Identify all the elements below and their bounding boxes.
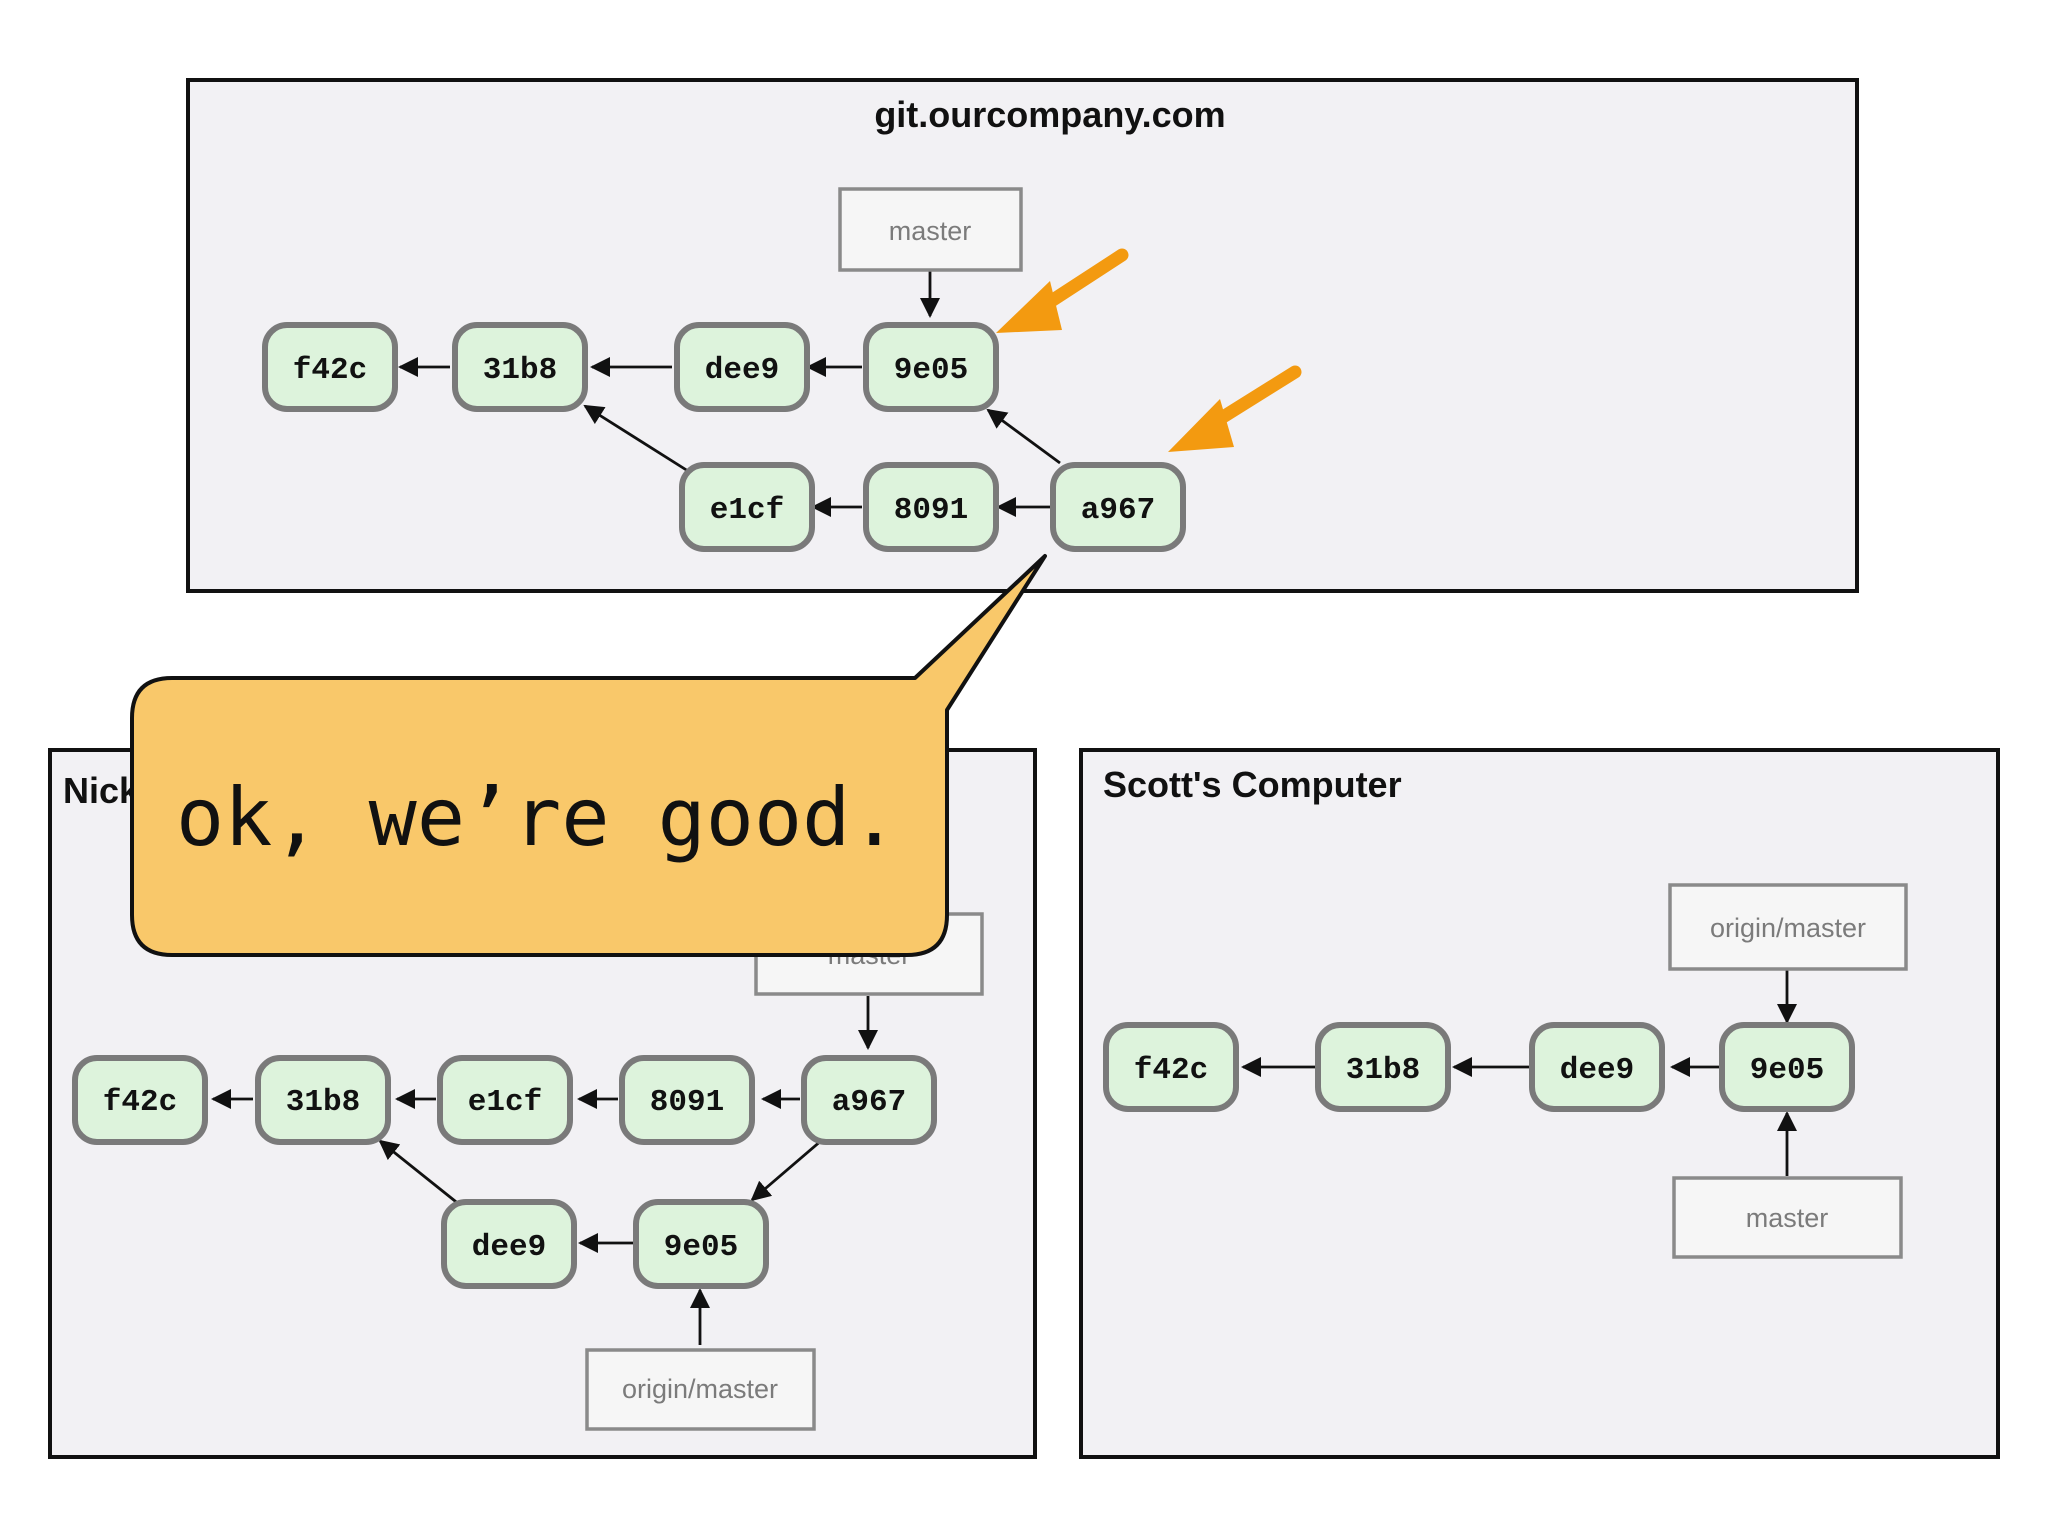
nick-commit-8091: 8091 — [619, 1055, 755, 1145]
edge-server-a967-9e05 — [986, 408, 1061, 465]
scott-ref-master: master — [1672, 1176, 1903, 1259]
scott-commit-9e05-label: 9e05 — [1750, 1053, 1824, 1088]
scott-commit-f42c-label: f42c — [1134, 1053, 1208, 1088]
edge-nick-dee9-31b8 — [378, 1139, 461, 1207]
server-commit-a967: a967 — [1050, 462, 1186, 552]
nick-commit-9e05-label: 9e05 — [664, 1230, 738, 1265]
nick-commit-a967-label: a967 — [832, 1085, 906, 1120]
server-commit-dee9-label: dee9 — [705, 353, 779, 388]
server-commit-dee9: dee9 — [674, 322, 810, 412]
server-commit-9e05-label: 9e05 — [894, 353, 968, 388]
server-title: git.ourcompany.com — [874, 94, 1225, 135]
orange-arrow-icon — [1168, 365, 1302, 452]
nick-commit-e1cf: e1cf — [437, 1055, 573, 1145]
nick-commit-f42c: f42c — [72, 1055, 208, 1145]
server-ref-master-label: master — [889, 216, 972, 246]
server-commit-a967-label: a967 — [1081, 493, 1155, 528]
scott-commit-f42c: f42c — [1103, 1022, 1239, 1112]
server-panel-frame — [186, 78, 1859, 593]
scott-ref-origin-master: origin/master — [1668, 883, 1908, 971]
scott-commit-31b8-label: 31b8 — [1346, 1053, 1420, 1088]
scott-title: Scott's Computer — [1103, 764, 1402, 805]
nick-commit-dee9: dee9 — [441, 1199, 577, 1289]
scott-ref-origin-master-label: origin/master — [1710, 913, 1866, 943]
nick-commit-31b8-label: 31b8 — [286, 1085, 360, 1120]
server-commit-e1cf-label: e1cf — [710, 493, 784, 528]
server-commit-31b8: 31b8 — [452, 322, 588, 412]
server-commit-8091-label: 8091 — [894, 493, 968, 528]
speech-bubble-shape — [130, 554, 1047, 957]
server-commit-f42c: f42c — [262, 322, 398, 412]
server-commit-31b8-label: 31b8 — [483, 353, 557, 388]
nick-commit-f42c-label: f42c — [103, 1085, 177, 1120]
speech-bubble-text: ok, we’re good. — [176, 771, 898, 864]
nick-commit-8091-label: 8091 — [650, 1085, 724, 1120]
server-commit-e1cf: e1cf — [679, 462, 815, 552]
edge-nick-a967-9e05 — [750, 1138, 823, 1202]
nick-ref-origin-master: origin/master — [585, 1348, 816, 1431]
nick-commit-9e05: 9e05 — [633, 1199, 769, 1289]
scott-commit-9e05: 9e05 — [1719, 1022, 1855, 1112]
server-commit-f42c-label: f42c — [293, 353, 367, 388]
server-commit-8091: 8091 — [863, 462, 999, 552]
scott-panel: Scott's Computer origin/master master f4… — [1079, 748, 2000, 1459]
nick-commit-e1cf-label: e1cf — [468, 1085, 542, 1120]
nick-ref-origin-master-label: origin/master — [622, 1374, 778, 1404]
scott-commit-dee9: dee9 — [1529, 1022, 1665, 1112]
scott-commit-31b8: 31b8 — [1315, 1022, 1451, 1112]
server-ref-master: master — [838, 187, 1023, 272]
speech-bubble: ok, we’re good. — [130, 554, 1047, 957]
scott-commit-dee9-label: dee9 — [1560, 1053, 1634, 1088]
orange-arrow-icon — [996, 248, 1129, 333]
nick-commit-a967: a967 — [801, 1055, 937, 1145]
edge-server-e1cf-31b8 — [583, 404, 689, 473]
server-panel: git.ourcompany.com master f42c 31b8 dee9 — [186, 78, 1859, 593]
server-commit-9e05: 9e05 — [863, 322, 999, 412]
nick-commit-dee9-label: dee9 — [472, 1230, 546, 1265]
nick-commit-31b8: 31b8 — [255, 1055, 391, 1145]
scott-ref-master-label: master — [1746, 1203, 1829, 1233]
